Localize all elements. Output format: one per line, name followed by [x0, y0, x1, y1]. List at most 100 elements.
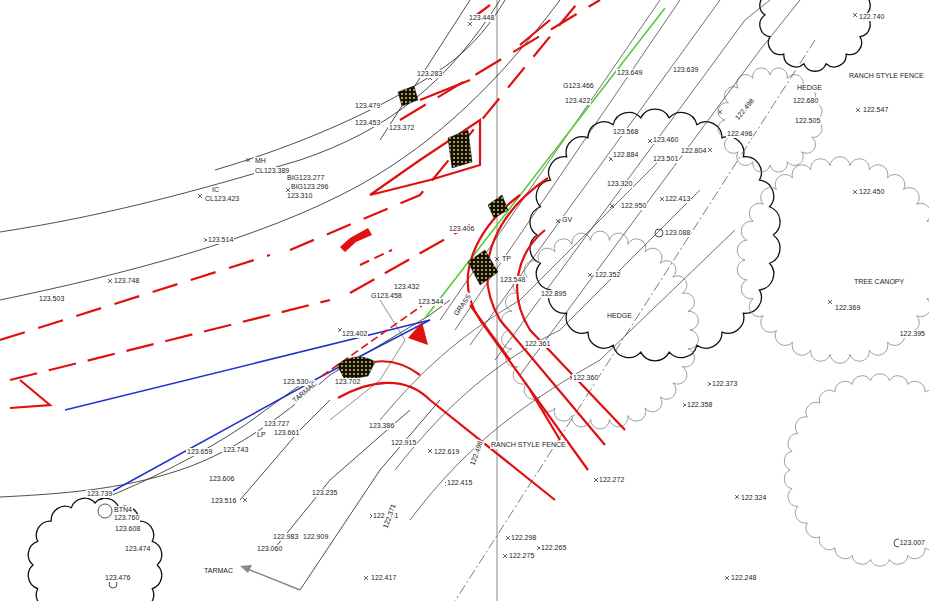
survey-label: 122.498 [468, 439, 485, 467]
survey-label: 123.310 [286, 192, 313, 200]
survey-label: 122.360 [572, 374, 599, 382]
survey-label: 122.895 [540, 290, 567, 298]
spot-level-mark [556, 219, 560, 223]
survey-label: 123.402 [341, 330, 368, 338]
survey-label: 122.369 [834, 304, 861, 312]
survey-label: 123.760 [113, 514, 140, 522]
survey-label: IC [211, 186, 220, 194]
spot-level-mark [718, 110, 722, 114]
survey-label: CL123.389 [254, 167, 290, 175]
spot-level-mark [735, 495, 739, 499]
survey-label: 123.060 [256, 545, 283, 553]
survey-label: 123.649 [616, 69, 643, 77]
spot-level-mark [588, 273, 592, 277]
spot-level-mark [610, 204, 614, 208]
survey-label: 122.450 [858, 188, 885, 196]
survey-label: TREE CANOPY [853, 278, 905, 286]
survey-label: 122.415 [446, 479, 473, 487]
survey-label: 123.474 [124, 545, 151, 553]
survey-label: 122.395 [899, 330, 926, 338]
spot-level-mark [468, 22, 472, 26]
tree-canopy [737, 157, 929, 364]
survey-label: G123.458 [370, 292, 403, 300]
survey-label: CL123.423 [204, 195, 240, 203]
survey-label: BIG123.296 [290, 183, 329, 191]
survey-label: 122.358 [686, 401, 713, 409]
survey-label: 123.568 [612, 128, 639, 136]
survey-label: 122.361 [524, 340, 551, 348]
spot-level-mark [364, 576, 368, 580]
survey-label: 123.235 [311, 489, 338, 497]
survey-label: 123.460 [652, 136, 679, 144]
spot-level-mark [725, 576, 729, 580]
survey-label: 122.740 [858, 13, 885, 21]
survey-label: 123.702 [334, 378, 361, 386]
survey-label: 123.432 [393, 283, 420, 291]
survey-label: G123.466 [562, 82, 595, 90]
survey-label: 122.272 [598, 476, 625, 484]
survey-label: 123.544 [417, 298, 444, 306]
spot-level-mark [246, 158, 250, 162]
survey-label: 123.514 [207, 236, 234, 244]
survey-label: 123.320 [606, 180, 633, 188]
survey-label: 122.248 [730, 574, 757, 582]
survey-label: 123.501 [652, 155, 679, 163]
survey-label: 123.406 [448, 225, 475, 233]
spot-level-mark [495, 257, 499, 261]
spot-level-mark [198, 194, 202, 198]
survey-label: 122.352 [594, 271, 621, 279]
survey-label: MH [254, 157, 267, 165]
survey-label: 122.498 [733, 97, 757, 123]
spot-level-mark [108, 279, 112, 283]
survey-label: BTN4 [113, 506, 133, 514]
survey-label: RANCH STYLE FENCE [848, 72, 925, 80]
survey-label: HEDGE [796, 84, 823, 92]
tree-canopy [784, 374, 929, 566]
survey-label: 123.453 [354, 119, 381, 127]
survey-label: 123.283 [416, 70, 443, 78]
survey-label: 123.748 [113, 277, 140, 285]
survey-label: 122.909 [302, 533, 329, 541]
spot-level-mark [243, 498, 247, 502]
survey-label: 122.950 [620, 202, 647, 210]
survey-label: RANCH STYLE FENCE [490, 441, 567, 449]
survey-label: 123.606 [208, 475, 235, 483]
survey-label: 122.505 [794, 117, 821, 125]
spot-level-mark [503, 554, 507, 558]
spot-level-mark [708, 148, 712, 152]
survey-label: 122.547 [862, 106, 889, 114]
survey-label: 122.417 [370, 574, 397, 582]
survey-label: 123.503 [38, 295, 65, 303]
survey-label: 122.265 [540, 544, 567, 552]
survey-label: 123.007 [899, 539, 926, 547]
survey-label: 123.448 [468, 14, 495, 22]
survey-label: 122.884 [612, 151, 639, 159]
survey-label: 123.727 [263, 420, 290, 428]
survey-label: 123.088 [664, 229, 691, 237]
survey-label: 123.479 [354, 102, 381, 110]
survey-label: 122.915 [390, 439, 417, 447]
tree-canopy [28, 498, 161, 601]
survey-label: 122.275 [508, 552, 535, 560]
survey-label: 123.661 [273, 429, 300, 437]
survey-label: 123.516 [210, 497, 237, 505]
spot-level-mark [428, 449, 432, 453]
survey-label: 122.496 [726, 130, 753, 138]
survey-label: TP [501, 255, 512, 263]
tree-canopy [718, 68, 822, 172]
survey-label: 123.422 [564, 97, 591, 105]
survey-label: 123.608 [114, 525, 141, 533]
survey-label: 122.619 [433, 448, 460, 456]
spot-level-mark [853, 13, 857, 17]
survey-label: 122.804 [680, 147, 707, 155]
survey-label: GV [561, 216, 573, 224]
survey-label: 122.373 [711, 380, 738, 388]
spot-level-mark [856, 108, 860, 112]
survey-label: LP [256, 431, 267, 439]
survey-label: 123.743 [222, 446, 249, 454]
survey-label: 122.298 [510, 534, 537, 542]
survey-label: 123.659 [186, 448, 213, 456]
survey-label: 123.548 [499, 276, 526, 284]
survey-label: 123.639 [672, 66, 699, 74]
